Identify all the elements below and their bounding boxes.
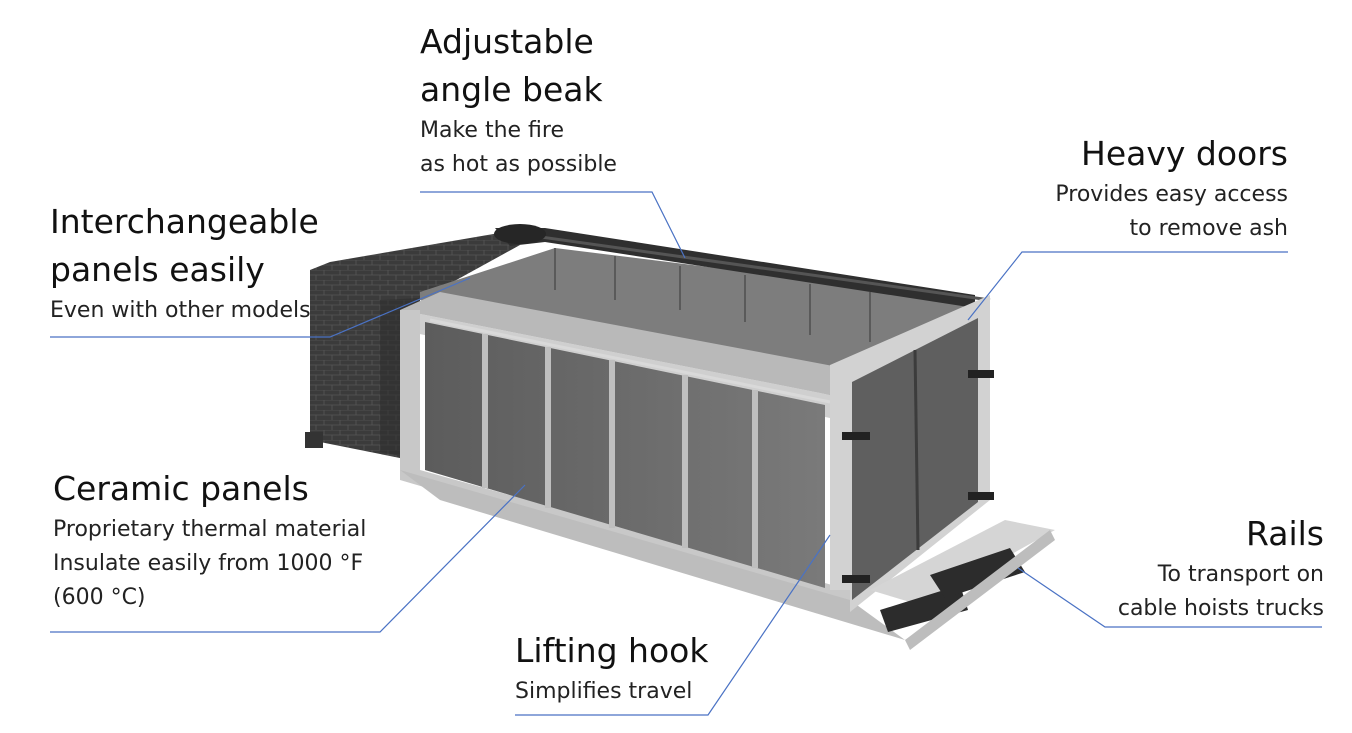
- callout-hook: Lifting hook Simplifies travel: [515, 627, 708, 709]
- rails-leader: [1017, 567, 1322, 628]
- callout-title: Ceramic panels: [53, 469, 309, 508]
- panels-interchange-leader: [50, 277, 471, 338]
- callout-desc: Make the fire as hot as possible: [420, 118, 617, 177]
- doors-leader: [967, 251, 1288, 321]
- rails: [870, 520, 1055, 650]
- ceramic-leader: [50, 484, 526, 633]
- callout-beak: Adjustable angle beak Make the fire as h…: [420, 18, 617, 182]
- ceramic-panels: [425, 318, 831, 588]
- callout-desc: Even with other models: [50, 298, 311, 323]
- callout-title: Heavy doors: [1081, 134, 1288, 173]
- callout-ceramic: Ceramic panels Proprietary thermal mater…: [53, 465, 366, 615]
- air-pipe: [494, 224, 991, 308]
- hook-leader: [515, 534, 831, 716]
- door-end: [830, 295, 994, 612]
- callout-desc: Provides easy access to remove ash: [1055, 182, 1288, 241]
- leader-lines: [50, 191, 1322, 716]
- callout-doors: Heavy doors Provides easy access to remo…: [1055, 130, 1288, 246]
- beak-leader: [420, 191, 686, 259]
- callout-title: Adjustable angle beak: [420, 22, 603, 109]
- callout-desc: Simplifies travel: [515, 679, 693, 704]
- callout-title: Interchangeable panels easily: [50, 202, 319, 289]
- callout-title: Rails: [1246, 514, 1324, 553]
- callout-desc: Proprietary thermal material Insulate ea…: [53, 517, 367, 610]
- callout-title: Lifting hook: [515, 631, 709, 670]
- callout-rails: Rails To transport on cable hoists truck…: [1118, 510, 1324, 626]
- callout-panels-interchange: Interchangeable panels easily Even with …: [50, 198, 319, 328]
- callout-desc: To transport on cable hoists trucks: [1117, 562, 1324, 621]
